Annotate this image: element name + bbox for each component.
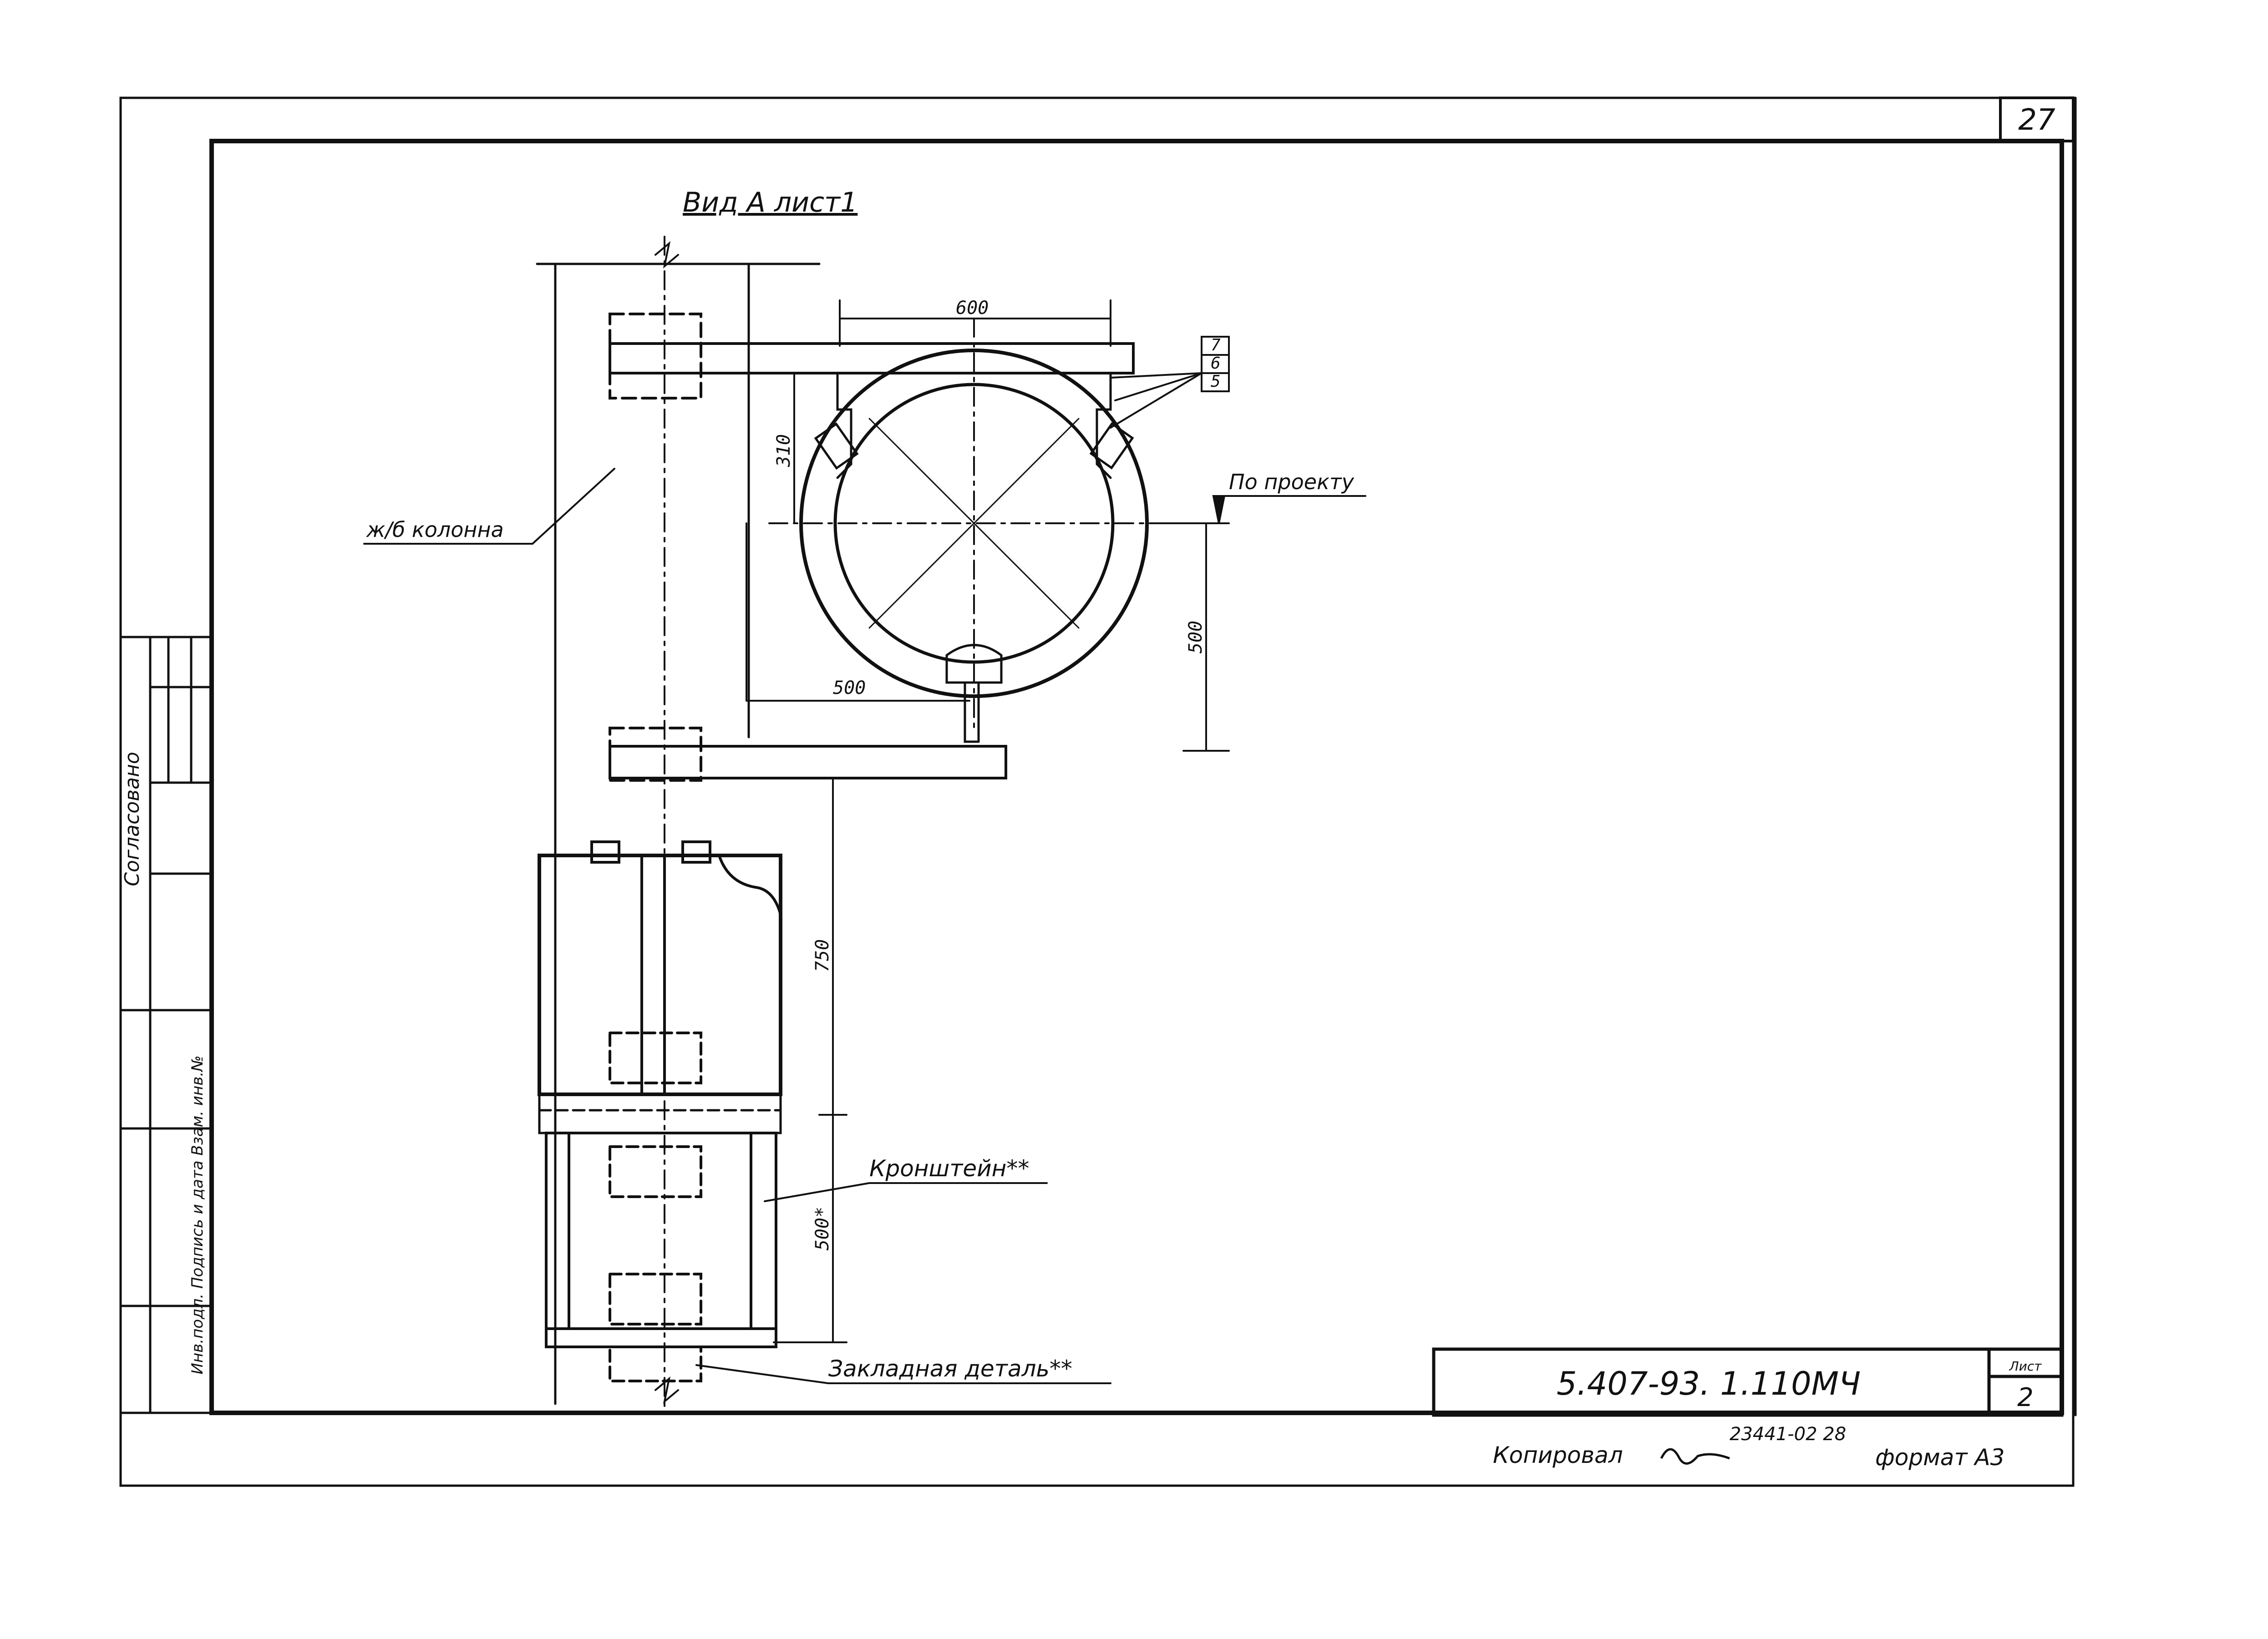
copier-signature xyxy=(1660,1448,1730,1465)
dimension-310: 310 xyxy=(773,434,794,467)
side-stamp-agreed: Согласовано xyxy=(121,752,144,886)
dimension-lines xyxy=(746,299,1230,1343)
callout-5: 5 xyxy=(1211,372,1221,391)
pipe xyxy=(768,318,1184,729)
corner-number: 27 xyxy=(2018,103,2055,137)
dimension-600: 600 xyxy=(956,298,989,319)
outer-frame xyxy=(119,96,2075,1487)
corner-number-box xyxy=(1999,96,2075,142)
callout-7: 7 xyxy=(1211,336,1221,354)
archive-number: 23441-02 28 xyxy=(1730,1424,1846,1445)
sheet-number: 2 xyxy=(2017,1383,2034,1412)
side-stamp-inventory: Инв.подл. Подпись и дата Взам. инв.№ xyxy=(188,1056,207,1375)
dimension-500-vertical: 500 xyxy=(1185,621,1206,653)
callout-6: 6 xyxy=(1211,354,1221,373)
side-stamp xyxy=(119,636,213,1414)
column-label: ж/б колонна xyxy=(366,517,504,542)
upper-bracket xyxy=(538,840,782,1096)
sheet-label: Лист xyxy=(2009,1359,2042,1374)
dimension-500-horizontal: 500 xyxy=(833,678,866,698)
view-title: Вид А лист1 xyxy=(683,187,857,218)
embedded-part-label: Закладная деталь** xyxy=(828,1356,1072,1382)
title-block xyxy=(1432,1347,2064,1417)
spacer xyxy=(538,1093,782,1134)
bracket-label: Кронштейн** xyxy=(869,1155,1029,1182)
document-code: 5.407-93. 1.110МЧ xyxy=(1557,1365,1861,1402)
copied-by: Копировал xyxy=(1493,1442,1623,1468)
top-plate xyxy=(609,313,1135,400)
format-label: формат А3 xyxy=(1875,1444,2004,1471)
leader-lines xyxy=(363,468,1366,1384)
dimension-750: 750 xyxy=(812,939,833,972)
inner-frame xyxy=(209,139,2064,1415)
by-project-label: По проекту xyxy=(1229,470,1355,494)
rc-column xyxy=(536,236,821,1411)
lower-plate xyxy=(609,727,1007,782)
lower-bracket xyxy=(545,1132,777,1382)
pipe-supports xyxy=(814,372,1134,743)
dimension-500-star: 500* xyxy=(812,1207,833,1250)
callout-lines xyxy=(1110,336,1230,429)
